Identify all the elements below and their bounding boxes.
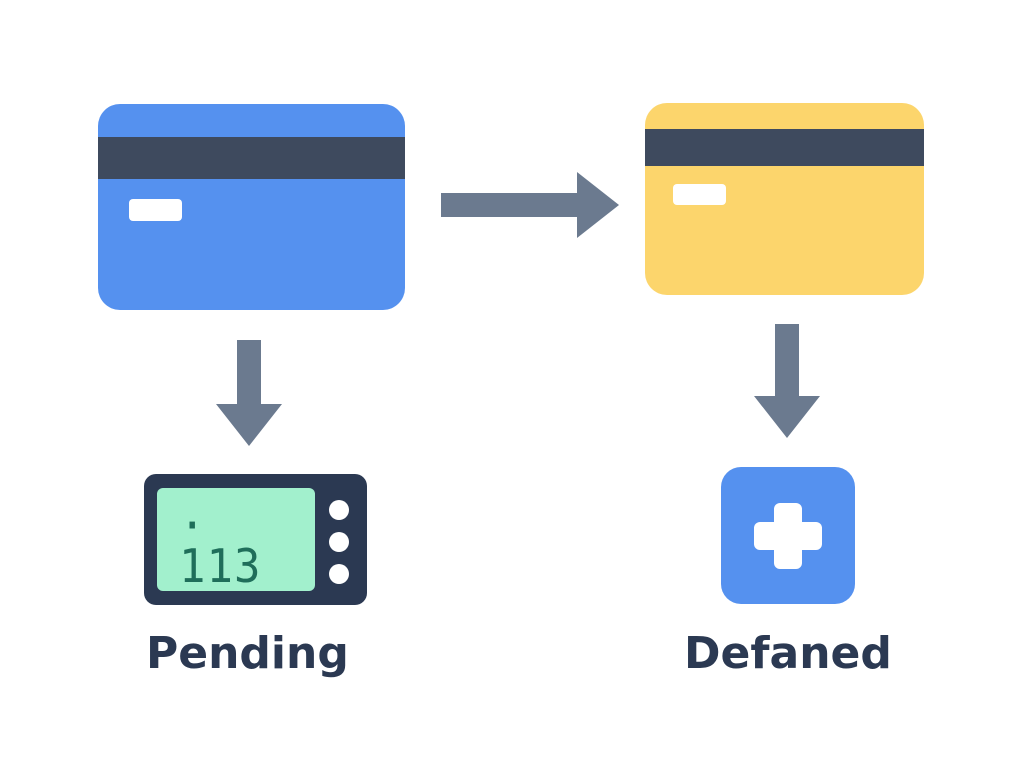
arrow-right-icon (441, 172, 621, 238)
card-chip (129, 199, 182, 221)
card-magnetic-stripe (98, 137, 405, 179)
terminal-readout: . 113 (179, 485, 262, 594)
arrow-down-icon (216, 340, 282, 448)
card-magnetic-stripe (645, 129, 924, 166)
terminal-screen: . 113 (157, 485, 315, 594)
label-pending: Pending (146, 628, 349, 679)
payment-terminal-icon: . 113 (144, 474, 367, 605)
credit-card-icon-yellow (645, 103, 924, 295)
terminal-button (329, 564, 349, 584)
label-defaned: Defaned (684, 628, 892, 679)
card-chip (673, 184, 726, 205)
plus-icon (721, 467, 855, 604)
credit-card-icon-blue (98, 104, 405, 310)
terminal-button (329, 500, 349, 520)
terminal-button (329, 532, 349, 552)
arrow-down-icon (754, 324, 820, 440)
